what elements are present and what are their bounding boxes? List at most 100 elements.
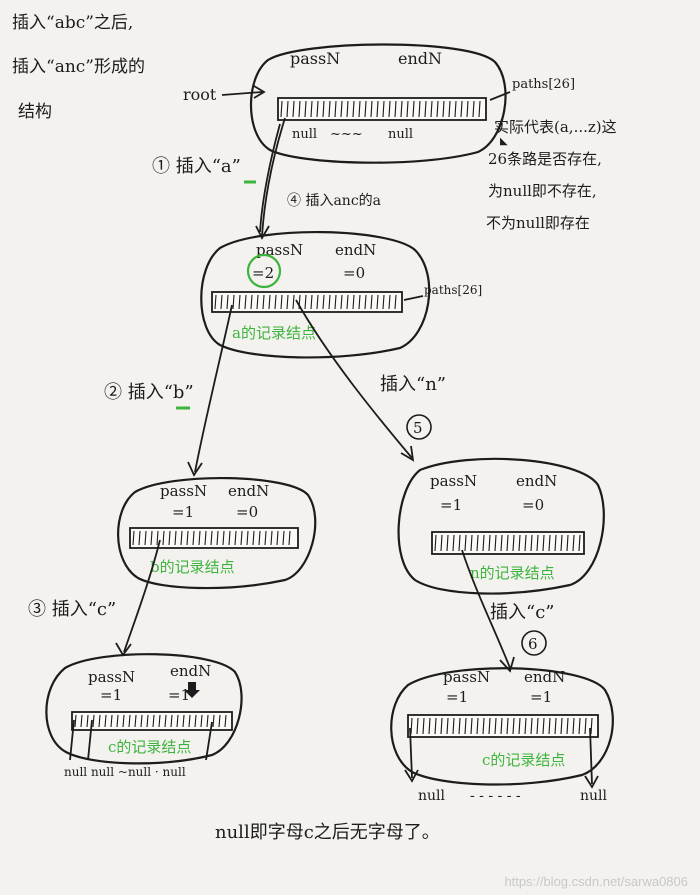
paths-slot-divider	[572, 717, 575, 735]
paths-slot-divider	[382, 294, 385, 310]
paths-slot-divider	[482, 534, 485, 552]
paths-slot-divider	[226, 294, 229, 310]
node-c1-null-pointer-1	[69, 719, 75, 761]
paths-slot-divider	[454, 100, 457, 118]
paths-slot-divider	[406, 100, 409, 118]
edge-a-to-n	[295, 299, 413, 459]
paths-slot-divider	[280, 294, 283, 310]
paths-slot-divider	[310, 294, 313, 310]
paths-slot-divider	[334, 294, 337, 310]
edge-n-to-c-head	[499, 656, 515, 673]
node-c1-end-value: =1	[168, 686, 190, 704]
node-c2-null-pointer-left	[409, 727, 413, 779]
node-c1-outline	[45, 653, 243, 765]
paths-slot-divider	[346, 100, 349, 118]
paths-slot-divider	[176, 714, 179, 728]
paths-note: 实际代表(a,...z)这 26条路是否存在, 为null即不存在, 不为nul…	[486, 118, 617, 232]
paths-slot-divider	[442, 100, 445, 118]
paths-slot-divider	[264, 530, 267, 546]
paths-slot-divider	[152, 714, 155, 728]
paths-slot-divider	[222, 530, 225, 546]
edge-root-to-a-double	[259, 123, 281, 233]
paths-slot-divider	[472, 100, 475, 118]
paths-slot-divider	[422, 717, 425, 735]
paths-slot-divider	[210, 530, 213, 546]
paths-slot-divider	[170, 714, 173, 728]
paths-slot-divider	[262, 294, 265, 310]
paths-slot-divider	[144, 530, 147, 546]
paths-slot-divider	[216, 530, 219, 546]
paths-slot-divider	[204, 530, 207, 546]
paths-slot-divider	[458, 717, 461, 735]
paths-slot-divider	[192, 530, 195, 546]
paths-slot-divider	[524, 717, 527, 735]
paths-slot-divider	[436, 100, 439, 118]
paths-slot-divider	[274, 294, 277, 310]
paths-slot-divider	[424, 100, 427, 118]
paths-slot-divider	[256, 294, 259, 310]
paths-slot-divider	[488, 534, 491, 552]
paths-slot-divider	[536, 717, 539, 735]
paths-slot-divider	[590, 717, 593, 735]
paths-slot-divider	[134, 714, 137, 728]
paths-slot-divider	[180, 530, 183, 546]
root-paths-glyph: ◣	[500, 136, 508, 147]
paths-slot-divider	[470, 717, 473, 735]
node-n-paths-hatch	[434, 534, 581, 552]
paths-slot-divider	[298, 100, 301, 118]
paths-slot-divider	[286, 100, 289, 118]
paths-slot-divider	[234, 530, 237, 546]
node-c1-endN-label: endN	[170, 662, 211, 680]
paths-slot-divider	[156, 530, 159, 546]
edge-a-to-b-head	[187, 461, 203, 477]
paths-slot-divider	[322, 100, 325, 118]
root-node-outline	[249, 43, 507, 164]
step-5-number-circle	[406, 414, 432, 440]
edge-n-to-c	[461, 549, 511, 669]
paths-slot-divider	[388, 294, 391, 310]
paths-slot-divider	[158, 714, 161, 728]
edge-root-to-a-head	[255, 225, 270, 240]
step-1-label: ① 插入“a”	[152, 156, 241, 177]
header-note: 插入“abc”之后, 插入“anc”形成的 结构	[12, 13, 145, 122]
paths-slot-divider	[74, 714, 77, 728]
paths-slot-divider	[464, 534, 467, 552]
paths-slot-divider	[304, 100, 307, 118]
node-b-pass-value: =1	[172, 503, 194, 521]
edge-a-to-n-head	[400, 445, 415, 462]
paths-slot-divider	[566, 534, 569, 552]
step-4-label: ④ 插入anc的a	[287, 193, 381, 209]
root-pointer-arrowhead	[253, 85, 266, 99]
paths-slot-divider	[246, 530, 249, 546]
paths-slot-divider	[464, 717, 467, 735]
paths-slot-divider	[524, 534, 527, 552]
paths-slot-divider	[548, 717, 551, 735]
step-2-label: ② 插入“b”	[104, 382, 194, 403]
paths-slot-divider	[482, 717, 485, 735]
paths-slot-divider	[268, 294, 271, 310]
paths-slot-divider	[174, 530, 177, 546]
paths-slot-divider	[376, 294, 379, 310]
node-c2-paths-array	[407, 714, 599, 738]
node-c1: passN endN =1 =1 c的记录结点 null null ~null …	[45, 653, 243, 779]
node-a-pass-value: =2	[252, 264, 274, 282]
node-c2-outline	[390, 667, 614, 786]
paths-slot-divider	[488, 717, 491, 735]
paths-slot-divider	[500, 534, 503, 552]
paths-slot-divider	[328, 100, 331, 118]
paths-slot-divider	[186, 530, 189, 546]
footer-note: null即字母c之后无字母了。	[215, 822, 440, 843]
paths-slot-divider	[410, 717, 413, 735]
paths-slot-divider	[584, 717, 587, 735]
node-c2-dots: - - - - - -	[470, 788, 521, 804]
node-b-passN-label: passN	[160, 482, 207, 500]
paths-slot-divider	[460, 100, 463, 118]
paths-note-2: 26条路是否存在,	[488, 150, 602, 168]
root-null-left: null	[292, 127, 317, 142]
paths-slot-divider	[506, 717, 509, 735]
paths-slot-divider	[276, 530, 279, 546]
node-n-caption: n的记录结点	[470, 564, 555, 582]
paths-slot-divider	[394, 294, 397, 310]
node-b: passN endN =1 =0 b的记录结点	[117, 477, 317, 590]
paths-slot-divider	[446, 534, 449, 552]
